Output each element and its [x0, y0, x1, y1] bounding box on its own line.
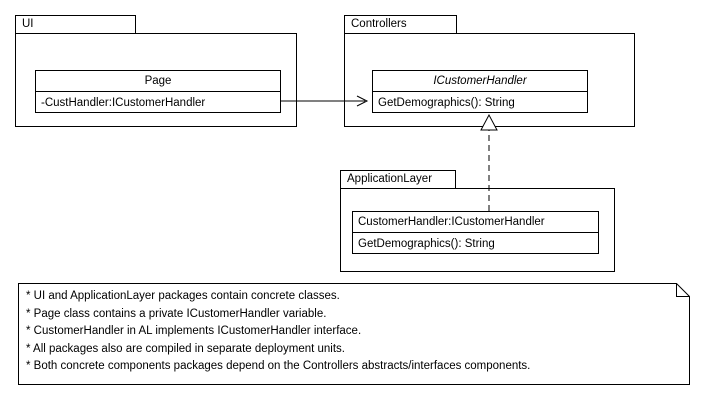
package-tab-label-ui: UI	[22, 17, 34, 30]
diagram-note: * UI and ApplicationLayer packages conta…	[18, 283, 690, 385]
note-line-4: * All packages also are compiled in sepa…	[26, 342, 345, 355]
note-line-3: * CustomerHandler in AL implements ICust…	[26, 325, 362, 337]
class-page: Page -CustHandler:ICustomerHandler	[35, 70, 281, 113]
class-icustomerhandler-name: ICustomerHandler	[373, 71, 587, 92]
class-icustomerhandler: ICustomerHandler GetDemographics(): Stri…	[372, 70, 588, 113]
package-tab-label-applicationlayer: ApplicationLayer	[347, 172, 433, 185]
class-customerhandler: CustomerHandler:ICustomerHandler GetDemo…	[352, 211, 599, 254]
class-customerhandler-name: CustomerHandler:ICustomerHandler	[353, 212, 598, 233]
package-tab-ui: UI	[15, 15, 136, 34]
package-tab-applicationlayer: ApplicationLayer	[340, 170, 456, 189]
note-shape	[18, 283, 690, 385]
class-icustomerhandler-operation: GetDemographics(): String	[378, 96, 515, 109]
class-page-name: Page	[36, 71, 280, 92]
package-tab-controllers: Controllers	[344, 15, 457, 34]
class-customerhandler-operation: GetDemographics(): String	[358, 237, 495, 250]
package-tab-label-controllers: Controllers	[351, 17, 407, 30]
class-page-attribute: -CustHandler:ICustomerHandler	[41, 96, 206, 109]
note-line-2: * Page class contains a private ICustome…	[26, 307, 327, 320]
note-line-1: * UI and ApplicationLayer packages conta…	[26, 290, 340, 302]
note-line-5: * Both concrete components packages depe…	[26, 360, 531, 372]
